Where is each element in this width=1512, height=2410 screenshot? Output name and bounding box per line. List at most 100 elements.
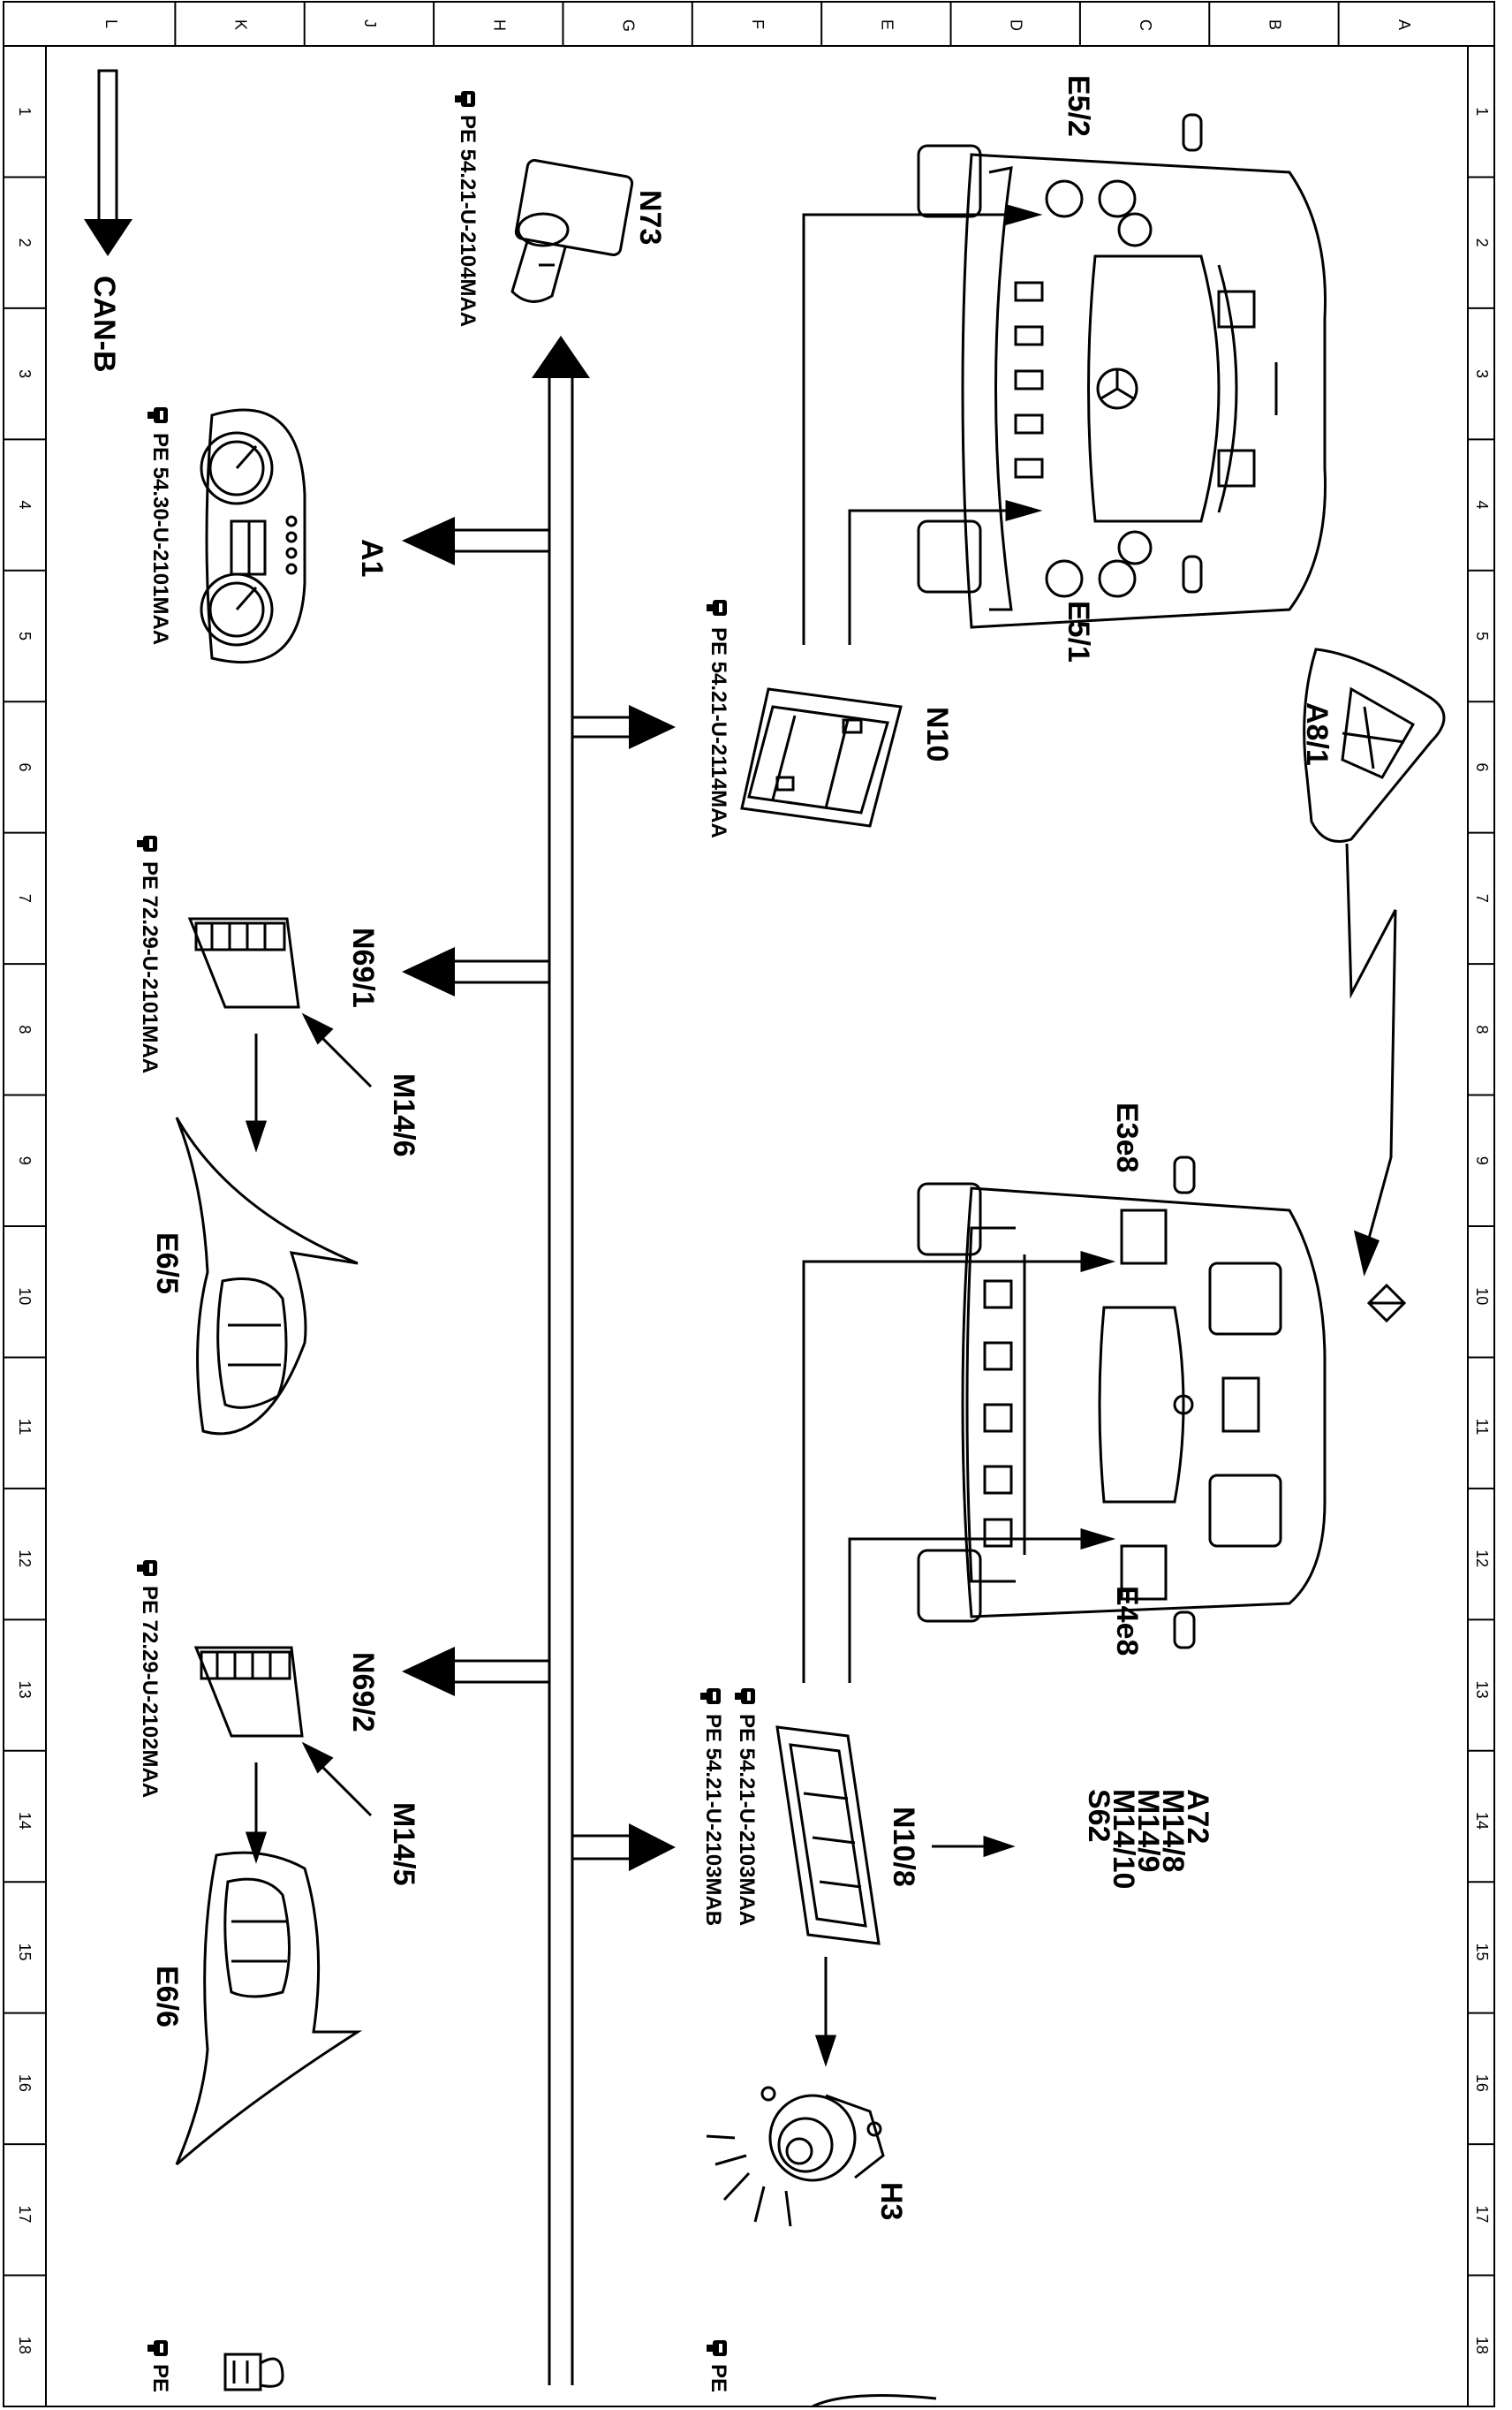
partial-part-outline: [812, 2394, 937, 2408]
n10-8-output-item: M14/8: [1156, 1789, 1190, 1873]
e6-6-label: E6/6: [150, 1966, 184, 2027]
hand-ref-icon: [707, 600, 727, 616]
e3e8-label: E3e8: [1110, 1103, 1144, 1172]
grid-number: 9: [16, 1156, 34, 1165]
ignition-switch-n73: [510, 159, 634, 303]
n10-8-label: N10/8: [887, 1807, 920, 1887]
grid-letter: B: [1266, 19, 1283, 30]
grid-number: 5: [16, 632, 34, 640]
n10-label: N10: [920, 707, 954, 762]
hand-ref-icon: [700, 1688, 721, 1704]
grid-letter: L: [102, 19, 120, 28]
hand-ref-icon: [147, 2340, 168, 2356]
n73-label: N73: [633, 190, 667, 245]
grid-number: 1: [16, 107, 34, 116]
grid-ticks: [4, 2, 1494, 2277]
grid-number: 7: [16, 894, 34, 903]
grid-number: 16: [16, 2074, 34, 2092]
grid-number: 7: [1473, 894, 1491, 903]
vehicle-rear-view: [917, 1156, 1327, 1649]
grid-letter: K: [232, 19, 250, 30]
grid-number: 11: [16, 1419, 34, 1436]
n10-8-output-item: A72: [1181, 1789, 1214, 1844]
m14-6-label: M14/6: [387, 1073, 420, 1157]
footer-ref-left: PE: [148, 2364, 172, 2392]
grid-letter: F: [749, 19, 767, 29]
motor-arrow: [245, 1012, 373, 1153]
e4e8-label: E4e8: [1110, 1586, 1144, 1656]
grid-number: 2: [16, 239, 34, 247]
grid-number: 16: [1473, 2074, 1491, 2092]
n69-1-label: N69/1: [346, 928, 380, 1008]
grid-number: 13: [16, 1681, 34, 1699]
n69-1-ref: PE 72.29-U-2101MAA: [138, 861, 162, 1073]
n10-8-ref-2: PE 54.21-U-2103MAB: [701, 1714, 725, 1926]
n10-8-output-item: M14/10: [1107, 1789, 1140, 1889]
grid-number: 4: [16, 501, 34, 510]
hand-ref-icon: [137, 1560, 157, 1576]
n69-2-ref: PE 72.29-U-2102MAA: [138, 1586, 162, 1798]
grid-number: 15: [16, 1943, 34, 1960]
horn-h3: [706, 2086, 885, 2227]
grid-frame: [3, 1, 1495, 2407]
grid-number: 3: [16, 369, 34, 378]
a1-label: A1: [355, 539, 389, 577]
grid-number: 10: [1473, 1287, 1491, 1305]
motor-arrow: [245, 1741, 373, 1864]
grid-number: 18: [16, 2337, 34, 2354]
h3-label: H3: [874, 2182, 908, 2220]
grid-letter: H: [490, 19, 508, 31]
module-n69-2: [193, 1646, 304, 1738]
n10-8-output-item: M14/9: [1131, 1789, 1165, 1873]
n10-ref: PE 54.21-U-2114MAA: [707, 627, 730, 838]
tail-light-leads: [802, 1250, 1116, 1683]
grid-number: 14: [1473, 1812, 1491, 1830]
n73-ref: PE 54.21-U-2104MAA: [456, 115, 480, 327]
grid-number: 6: [1473, 762, 1491, 771]
grid-number: 17: [16, 2205, 34, 2223]
a8-1-label: A8/1: [1300, 702, 1334, 766]
footer-ref-mid: PE: [707, 2364, 730, 2392]
module-n69-1: [187, 917, 300, 1009]
remote-key-a8-1: [1303, 648, 1446, 843]
grid-number: 3: [1473, 369, 1491, 378]
radio-signal-icon: [1345, 843, 1397, 1277]
e5-2-label: E5/2: [1062, 75, 1095, 137]
grid-number: 2: [1473, 239, 1491, 247]
grid-number: 8: [16, 1025, 34, 1034]
grid-number: 6: [16, 762, 34, 771]
output-arrow: [814, 1835, 1016, 2067]
vehicle-front-view: [917, 113, 1327, 629]
can-bus-lines: [402, 336, 676, 2385]
instrument-cluster-a1: [200, 408, 306, 664]
mirror-e6-6: [175, 1851, 363, 2166]
grid-number: 14: [16, 1812, 34, 1830]
grid-number: 10: [16, 1287, 34, 1305]
grid-number: 12: [1473, 1550, 1491, 1567]
module-n10-8: [775, 1725, 881, 1945]
can-b-indicator: CAN-B: [84, 69, 132, 373]
grid-letter: C: [1137, 19, 1154, 31]
hand-ref-icon: [735, 1688, 755, 1704]
n10-8-ref-1: PE 54.21-U-2103MAA: [735, 1714, 759, 1926]
hand-ref-icon: [147, 407, 168, 423]
hand-ref-icon: [707, 2340, 727, 2356]
grid-number: 17: [1473, 2205, 1491, 2223]
a1-ref: PE 54.30-U-2101MAA: [148, 433, 172, 645]
grid-number: 5: [1473, 632, 1491, 640]
mirror-e6-5: [175, 1117, 359, 1436]
footer-symbol-icon: [223, 2353, 284, 2391]
grid-number: 11: [1473, 1419, 1491, 1436]
module-n10: [740, 687, 903, 828]
grid-number: 15: [1473, 1943, 1491, 1960]
diamond-icon: [1366, 1283, 1407, 1323]
n10-8-output-item: S62: [1082, 1789, 1115, 1843]
hand-ref-icon: [455, 91, 475, 107]
grid-letter: A: [1395, 19, 1413, 30]
grid-number: 4: [1473, 501, 1491, 510]
